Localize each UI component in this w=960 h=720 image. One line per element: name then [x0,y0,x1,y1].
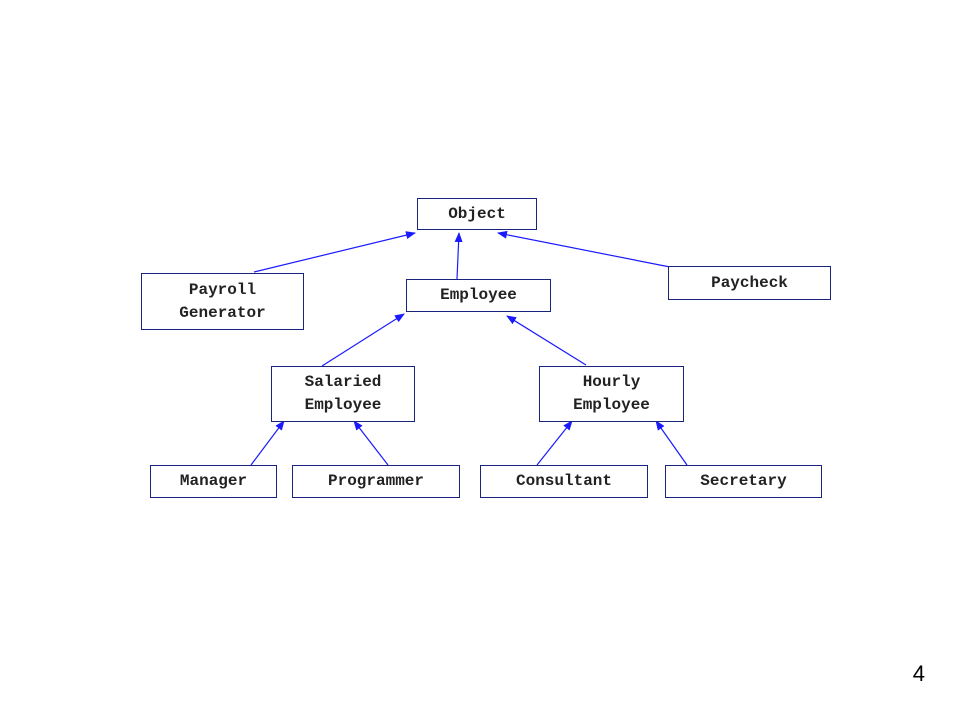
edge-programmer-to-salaried-employee [353,420,389,466]
node-consultant: Consultant [480,465,648,498]
node-employee: Employee [406,279,551,312]
node-salaried-employee: Salaried Employee [271,366,415,422]
edge-consultant-to-hourly-employee [536,420,573,466]
node-programmer: Programmer [292,465,460,498]
node-object: Object [417,198,537,230]
node-hourly-employee: Hourly Employee [539,366,684,422]
edge-employee-to-object [454,232,463,280]
page-number: 4 [912,661,925,686]
edge-payroll-generator-to-object [253,231,416,273]
edge-manager-to-salaried-employee [250,420,285,466]
node-paycheck: Paycheck [668,266,831,300]
edge-secretary-to-hourly-employee [655,420,688,466]
edge-salaried-employee-to-employee [321,313,405,367]
edge-paycheck-to-object [497,230,671,268]
node-payroll-generator: Payroll Generator [141,273,304,330]
edge-hourly-employee-to-employee [506,315,587,366]
node-manager: Manager [150,465,277,498]
node-secretary: Secretary [665,465,822,498]
